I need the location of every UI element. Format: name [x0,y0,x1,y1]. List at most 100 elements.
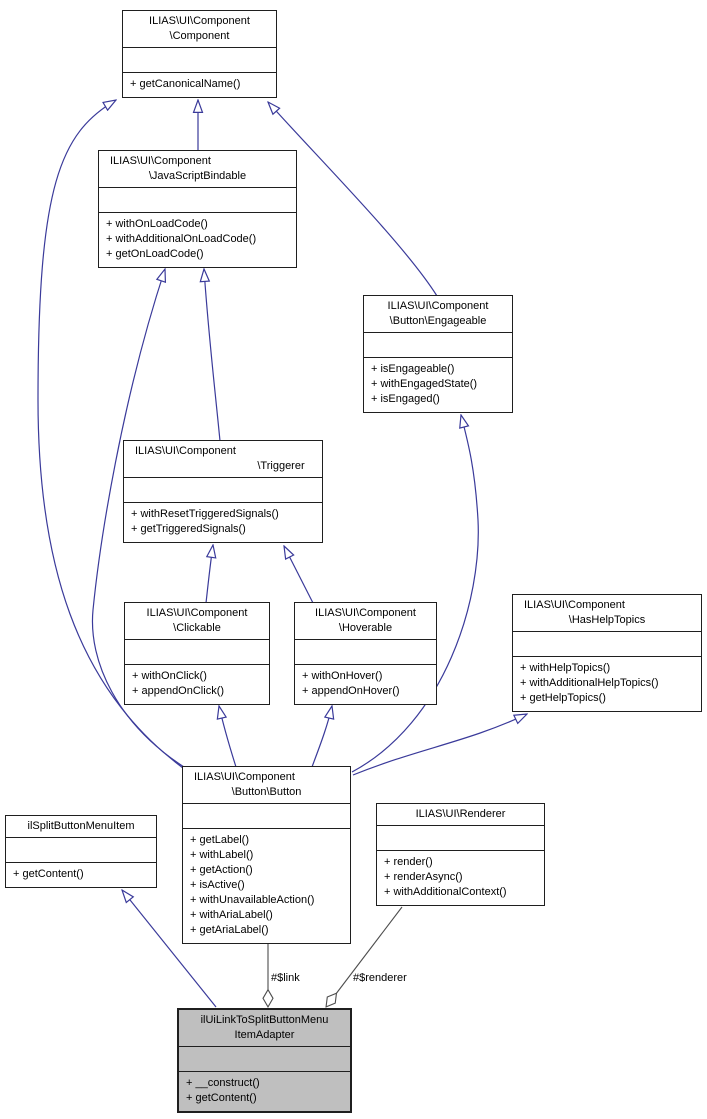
edge-label-link: #$link [271,972,300,984]
class-title: ILIAS\UI\Component \Hoverable [295,603,436,640]
class-box-hashelptopics[interactable]: ILIAS\UI\Component \HasHelpTopics + with… [512,594,702,712]
class-title-line: ILIAS\UI\Component [149,15,250,27]
aggregation-edge-renderer [326,906,403,1007]
class-attributes-section [179,1047,350,1072]
class-box-splitbuttonmenuitem[interactable]: ilSplitButtonMenuItem + getContent() [5,815,157,888]
inheritance-edge-button-to-engageable [351,415,479,773]
class-title-line: \Clickable [173,622,221,634]
class-title: ILIAS\UI\Component \Triggerer [124,441,322,478]
class-methods-section: + withOnLoadCode() + withAdditionalOnLoa… [99,213,296,267]
class-title-line: ILIAS\UI\Component [110,155,211,167]
method-label: + getOnLoadCode() [106,248,204,260]
class-title-line: ILIAS\UI\Component [135,445,236,457]
class-attributes-section [377,826,544,851]
class-title-line: \Hoverable [338,622,393,634]
inheritance-edge-button-to-hoverable [311,706,332,768]
class-title-line: \JavaScriptBindable [148,170,247,182]
class-box-engageable[interactable]: ILIAS\UI\Component \Button\Engageable + … [363,295,513,413]
class-title: ILIAS\UI\Component \Clickable [125,603,269,640]
method-label: + getAriaLabel() [190,924,269,936]
class-title: ILIAS\UI\Renderer [377,804,544,826]
class-attributes-section [6,838,156,863]
method-label: + withAriaLabel() [190,909,273,921]
class-methods-section: + isEngageable() + withEngagedState() + … [364,358,512,412]
class-box-renderer[interactable]: ILIAS\UI\Renderer + render() + renderAsy… [376,803,545,906]
method-label: + getContent() [13,868,84,880]
class-attributes-section [99,188,296,213]
class-title: ILIAS\UI\Component \Button\Button [183,767,350,804]
method-label: + appendOnHover() [302,685,400,697]
class-box-triggerer[interactable]: ILIAS\UI\Component \Triggerer + withRese… [123,440,323,543]
class-title-line: ilSplitButtonMenuItem [27,820,135,832]
method-label: + withHelpTopics() [520,662,611,674]
class-attributes-section [124,478,322,503]
class-attributes-section [295,640,436,665]
method-label: + withUnavailableAction() [190,894,315,906]
inheritance-edge-button-to-component [37,100,184,769]
class-title-line: \Component [169,30,230,42]
class-title-line: \Triggerer [257,460,305,472]
class-box-clickable[interactable]: ILIAS\UI\Component \Clickable + withOnCl… [124,602,270,705]
class-title-line: ILIAS\UI\Component [194,771,295,783]
class-box-adapter[interactable]: ilUiLinkToSplitButtonMenu ItemAdapter + … [177,1008,352,1113]
class-methods-section: + withOnClick() + appendOnClick() [125,665,269,704]
class-title-line: ILIAS\UI\Component [387,300,489,312]
method-label: + getCanonicalName() [130,78,241,90]
class-methods-section: + getLabel() + withLabel() + getAction()… [183,829,350,943]
method-label: + getAction() [190,864,253,876]
method-label: + getHelpTopics() [520,692,606,704]
method-label: + withOnLoadCode() [106,218,208,230]
method-label: + withAdditionalOnLoadCode() [106,233,257,245]
class-box-button[interactable]: ILIAS\UI\Component \Button\Button + getL… [182,766,351,944]
method-label: + __construct() [186,1077,260,1089]
class-title: ILIAS\UI\Component \Button\Engageable [364,296,512,333]
class-title-line: \Button\Button [231,786,302,798]
inheritance-edge-clickable-to-triggerer [205,545,213,604]
method-label: + isActive() [190,879,245,891]
method-label: + renderAsync() [384,871,463,883]
class-methods-section: + __construct() + getContent() [179,1072,350,1111]
method-label: + withOnClick() [132,670,207,682]
class-attributes-section [123,48,276,73]
inheritance-edge-engageable-to-component [268,102,438,297]
method-label: + getTriggeredSignals() [131,523,246,535]
method-label: + withOnHover() [302,670,383,682]
edge-label-renderer: #$renderer [353,972,407,984]
method-label: + withEngagedState() [371,378,478,390]
class-title: ILIAS\UI\Component \JavaScriptBindable [99,151,296,188]
class-attributes-section [125,640,269,665]
class-box-component[interactable]: ILIAS\UI\Component \Component + getCanon… [122,10,277,98]
class-title: ILIAS\UI\Component \Component [123,11,276,48]
method-label: + withLabel() [190,849,254,861]
method-label: + render() [384,856,433,868]
class-box-hoverable[interactable]: ILIAS\UI\Component \Hoverable + withOnHo… [294,602,437,705]
class-box-javascriptbindable[interactable]: ILIAS\UI\Component \JavaScriptBindable +… [98,150,297,268]
method-label: + withAdditionalContext() [384,886,507,898]
class-title-line: \Button\Engageable [389,315,487,327]
inheritance-edge-button-to-clickable [219,706,237,768]
method-label: + isEngaged() [371,393,440,405]
method-label: + isEngageable() [371,363,455,375]
class-title-line: ILIAS\UI\Renderer [415,808,506,820]
inheritance-edge-adapter-to-splitbuttonmenuitem [122,890,217,1008]
method-label: + getLabel() [190,834,250,846]
class-title-line: ItemAdapter [234,1029,295,1041]
class-methods-section: + withOnHover() + appendOnHover() [295,665,436,704]
class-methods-section: + getContent() [6,863,156,887]
inheritance-edge-triggerer-to-jsbindable [204,269,221,442]
class-title-line: ILIAS\UI\Component [146,607,248,619]
inheritance-edge-button-to-hashelptopics [352,714,527,776]
method-label: + appendOnClick() [132,685,225,697]
class-attributes-section [364,333,512,358]
class-attributes-section [183,804,350,829]
class-title-line: \HasHelpTopics [568,614,646,626]
class-title: ILIAS\UI\Component \HasHelpTopics [513,595,701,632]
method-label: + withAdditionalHelpTopics() [520,677,659,689]
class-title: ilSplitButtonMenuItem [6,816,156,838]
class-methods-section: + withResetTriggeredSignals() + getTrigg… [124,503,322,542]
class-attributes-section [513,632,701,657]
class-title: ilUiLinkToSplitButtonMenu ItemAdapter [179,1010,350,1047]
class-methods-section: + render() + renderAsync() + withAdditio… [377,851,544,905]
